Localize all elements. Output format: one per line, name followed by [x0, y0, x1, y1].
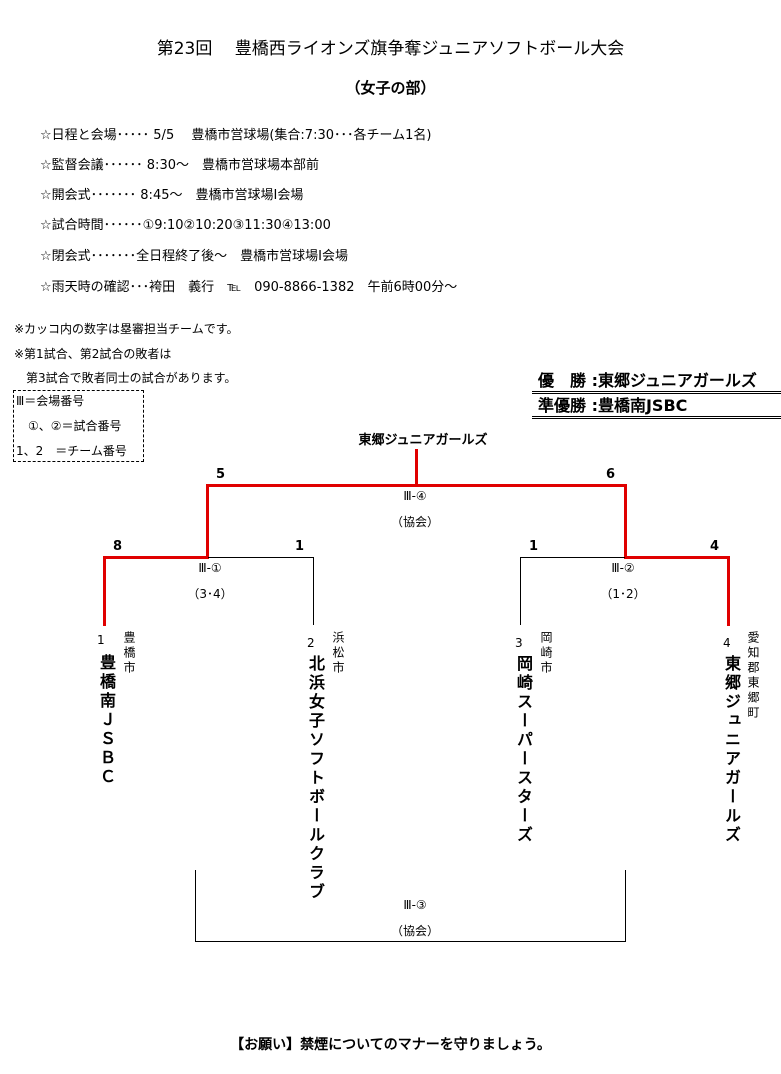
bracket-line-team4 — [727, 556, 730, 626]
semi2-umpire: （1･2） — [600, 587, 646, 601]
legend-item: 1、2 ＝チーム番号 — [16, 444, 127, 458]
bracket-line-final-left — [206, 484, 209, 559]
bracket-line-semi2-left — [520, 557, 625, 558]
note: ※カッコ内の数字は塁審担当チームです。 — [14, 322, 239, 336]
bracket-line-consolation-left — [195, 870, 196, 942]
bracket-line-team1 — [103, 556, 106, 626]
bracket-line-champion — [415, 449, 418, 486]
team-city: 愛知郡東郷町 — [746, 631, 760, 721]
team-seed: 4 — [723, 636, 731, 650]
page-title: 第23回 豊橋西ライオンズ旗争奪ジュニアソフトボール大会 — [156, 39, 625, 59]
semi1-umpire: （3･4） — [187, 587, 233, 601]
team-city: 豊橋市 — [122, 631, 136, 676]
bracket-line-team3 — [520, 557, 521, 625]
legend-item: Ⅲ＝会場番号 — [16, 394, 85, 408]
footer-request: 【お願い】禁煙についてのマナーを守りましょう。 — [230, 1037, 551, 1053]
final-score-right: 6 — [606, 467, 616, 482]
team-city: 岡崎市 — [539, 631, 553, 676]
champion-name: 東郷ジュニアガールズ — [358, 433, 488, 448]
info-managers-meeting: ☆監督会議･･････ 8:30～ 豊橋市営球場本部前 — [40, 158, 319, 173]
legend-box: Ⅲ＝会場番号 ①、②＝試合番号 1、2 ＝チーム番号 — [13, 390, 144, 462]
runner-up-result: 準優勝 :豊橋南JSBC — [532, 392, 781, 419]
bracket-line-semi2-right — [625, 556, 729, 559]
info-opening-ceremony: ☆開会式･･･････ 8:45～ 豊橋市営球場Ⅰ会場 — [40, 188, 304, 203]
consolation-umpire: （協会） — [390, 924, 439, 938]
info-schedule: ☆日程と会場･････ 5/5 豊橋市営球場(集合:7:30･･･各チーム1名) — [40, 128, 432, 143]
page-subtitle: （女子の部） — [345, 79, 436, 97]
info-rain-contact: ☆雨天時の確認･･･袴田 義行 ℡ 090-8866-1382 午前6時00分～ — [40, 280, 458, 295]
info-closing-ceremony: ☆閉会式･･･････全日程終了後～ 豊橋市営球場Ⅰ会場 — [40, 249, 348, 264]
bracket-line-team2 — [313, 557, 314, 625]
bracket-line-consolation-right — [625, 870, 626, 942]
note: ※第1試合、第2試合の敗者は — [14, 347, 172, 361]
semi2-match-label: Ⅲ-② — [611, 561, 635, 575]
info-game-times: ☆試合時間･･････①9:10②10:20③11:30④13:00 — [40, 218, 331, 233]
semi1-score-left: 8 — [113, 539, 123, 554]
consolation-match-label: Ⅲ-③ — [403, 898, 427, 912]
team-name: 北浜女子ソフトボールクラブ — [306, 655, 325, 902]
semi2-score-right: 4 — [710, 539, 720, 554]
note: 第3試合で敗者同士の試合があります。 — [14, 371, 237, 385]
final-score-left: 5 — [216, 467, 226, 482]
team-city: 浜松市 — [331, 631, 345, 676]
final-umpire: （協会） — [390, 515, 439, 529]
team-name: 岡崎スーパースターズ — [514, 655, 533, 845]
final-match-label: Ⅲ-④ — [403, 489, 427, 503]
winner-result: 優 勝 :東郷ジュニアガールズ — [532, 367, 781, 394]
bracket-line-final — [207, 484, 627, 487]
team-name: 東郷ジュニアガールズ — [722, 655, 741, 845]
team-name: 豊橋南ＪＳＢＣ — [97, 654, 116, 787]
semi1-score-right: 1 — [295, 539, 305, 554]
team-seed: 3 — [515, 636, 523, 650]
semi1-match-label: Ⅲ-① — [198, 561, 222, 575]
bracket-line-semi1-right — [208, 557, 314, 558]
semi2-score-left: 1 — [529, 539, 539, 554]
team-seed: 1 — [97, 633, 105, 647]
team-seed: 2 — [307, 636, 315, 650]
bracket-line-semi1-left — [104, 556, 208, 559]
bracket-line-consolation-bottom — [195, 941, 626, 942]
legend-item: ①、②＝試合番号 — [16, 419, 122, 433]
bracket-line-final-right — [624, 484, 627, 559]
